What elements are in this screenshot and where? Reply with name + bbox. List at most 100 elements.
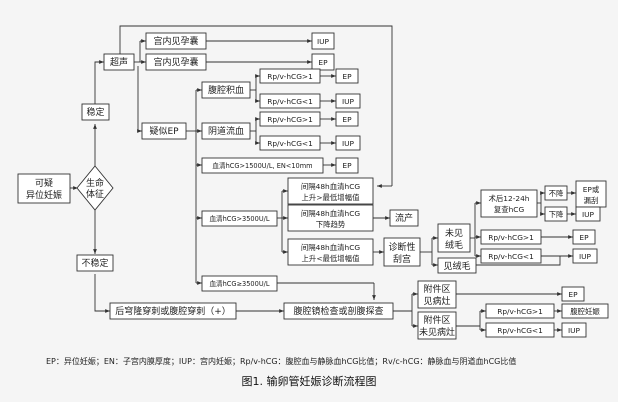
node-iup-a: IUP (335, 93, 361, 109)
svg-text:腹腔积血: 腹腔积血 (208, 84, 244, 96)
node-diagnostic-curettage: 诊断性 刮宫 (383, 237, 421, 267)
node-hcg-ge3500: 血清hCG≥3500U/L (201, 275, 278, 292)
node-villi-seen: 见绒毛 (437, 257, 477, 274)
node-iup-result: IUP (311, 32, 335, 50)
node-ratio-lt1-b: Rp/v-hCG<1 (259, 135, 321, 151)
svg-text:Rp/v-hCG<1: Rp/v-hCG<1 (488, 252, 534, 261)
node-no-villi: 未见 绒毛 (437, 223, 471, 253)
node-suspected-ep-2: 疑似EP (141, 122, 187, 140)
node-decline: 间隔48h血清hCG 下降趋势 (287, 204, 374, 232)
connectors (70, 25, 576, 332)
node-vital-signs-diamond: 生命 体征 (76, 165, 114, 211)
svg-text:EP: EP (568, 290, 578, 299)
node-iup-d: IUP (575, 206, 601, 222)
svg-text:异位妊娠: 异位妊娠 (26, 189, 62, 201)
svg-text:附件区: 附件区 (423, 283, 450, 295)
svg-text:IUP: IUP (582, 210, 595, 219)
node-ultrasound: 超声 (103, 53, 135, 71)
svg-text:Rp/v-hCG>1: Rp/v-hCG>1 (488, 233, 534, 242)
node-ep-c: EP (335, 157, 359, 174)
svg-text:稳定: 稳定 (86, 106, 104, 118)
svg-text:IUP: IUP (568, 326, 581, 335)
node-iup-f: IUP (561, 322, 587, 338)
node-hcg-3500: 血清hCG>3500U/L (201, 210, 278, 227)
node-rise-above-min: 间隔48h血清hCG 上升>最低增幅值 (287, 177, 374, 205)
svg-text:间隔48h血清hCG: 间隔48h血清hCG (301, 182, 360, 191)
node-ep-b: EP (335, 111, 359, 127)
svg-text:宫内见孕囊: 宫内见孕囊 (153, 35, 198, 47)
svg-text:超声: 超声 (110, 56, 128, 68)
node-rise-below-min: 间隔48h血清hCG 上升<最低增幅值 (287, 238, 374, 266)
svg-text:间隔48h血清hCG: 间隔48h血清hCG (301, 243, 360, 252)
footnote: EP：异位妊娠；EN：子宫内膜厚度；IUP：宫内妊娠；Rp/v-hCG：腹腔血与… (46, 356, 516, 366)
node-ratio-lt1-c: Rp/v-hCG<1 (480, 248, 542, 264)
node-no-drop: 不降 (544, 185, 568, 201)
svg-text:生命: 生命 (86, 177, 104, 189)
svg-text:EP: EP (342, 161, 352, 170)
node-ep-a: EP (335, 68, 359, 84)
svg-text:血清hCG>1500U/L, EN<10mm: 血清hCG>1500U/L, EN<10mm (212, 161, 312, 170)
svg-text:不稳定: 不稳定 (81, 257, 108, 269)
svg-text:诊断性: 诊断性 (388, 241, 415, 253)
svg-text:Rp/v-hCG<1: Rp/v-hCG<1 (267, 97, 313, 106)
svg-text:后穹隆穿刺或腹腔穿刺（+）: 后穹隆穿刺或腹腔穿刺（+） (115, 305, 231, 317)
node-ratio-lt1-d: Rp/v-hCG<1 (485, 322, 555, 338)
svg-text:Rp/v-hCG>1: Rp/v-hCG>1 (267, 72, 313, 81)
svg-text:Rp/v-hCG<1: Rp/v-hCG<1 (497, 326, 543, 335)
node-ratio-lt1-a: Rp/v-hCG<1 (259, 93, 321, 109)
node-culdocentesis: 后穹隆穿刺或腹腔穿刺（+） (109, 302, 237, 320)
svg-text:Rp/v-hCG>1: Rp/v-hCG>1 (497, 307, 543, 316)
svg-text:EP: EP (342, 72, 352, 81)
svg-text:不降: 不降 (549, 189, 564, 198)
svg-text:漏刮: 漏刮 (584, 196, 599, 205)
node-suspected-ep: 可疑 异位妊娠 (17, 173, 71, 204)
svg-text:复查hCG: 复查hCG (494, 205, 525, 214)
svg-text:EP或: EP或 (583, 185, 600, 194)
svg-text:未见: 未见 (445, 227, 463, 239)
svg-text:疑似EP: 疑似EP (149, 126, 179, 137)
node-intrauterine-sac: 宫内见孕囊 (145, 32, 207, 50)
svg-text:刮宫: 刮宫 (393, 253, 411, 265)
node-ratio-gt1-c: Rp/v-hCG>1 (480, 229, 542, 245)
svg-text:流产: 流产 (395, 212, 413, 224)
node-ep-e: EP (572, 229, 596, 245)
node-ratio-gt1-d: Rp/v-hCG>1 (485, 303, 555, 319)
node-abdominal-pregnancy: 腹腔妊娠 (561, 303, 609, 319)
svg-text:下降趋势: 下降趋势 (316, 220, 346, 229)
node-stable: 稳定 (81, 103, 110, 121)
node-unstable: 不稳定 (76, 254, 114, 272)
node-drop: 下降 (544, 206, 568, 222)
svg-text:Rp/v-hCG<1: Rp/v-hCG<1 (267, 139, 313, 148)
node-iup-b: IUP (335, 135, 361, 151)
svg-text:见绒毛: 见绒毛 (443, 260, 470, 272)
svg-text:Rp/v-hCG>1: Rp/v-hCG>1 (267, 115, 313, 124)
svg-text:下降: 下降 (549, 210, 564, 219)
node-adnexa-lesion: 附件区 见病灶 (417, 280, 457, 309)
svg-text:见病灶: 见病灶 (423, 295, 450, 307)
svg-text:附件区: 附件区 (423, 314, 450, 326)
svg-text:EP: EP (318, 58, 328, 67)
svg-text:可疑: 可疑 (35, 178, 53, 189)
svg-text:EP: EP (342, 115, 352, 124)
svg-text:IUP: IUP (317, 37, 330, 46)
node-abortion: 流产 (389, 209, 419, 227)
svg-text:上升>最低增幅值: 上升>最低增幅值 (302, 193, 361, 202)
node-ratio-gt1-a: Rp/v-hCG>1 (259, 68, 321, 84)
node-hemoperitoneum: 腹腔积血 (201, 81, 251, 99)
node-laparoscopy: 腹腔镜检查或剖腹探查 (283, 302, 394, 320)
node-recheck-hcg: 术后12-24h 复查hCG (480, 189, 538, 218)
node-iup-e: IUP (572, 248, 598, 264)
node-adnexa-no-lesion: 附件区 未见病灶 (417, 311, 457, 340)
svg-text:腹腔镜检查或剖腹探查: 腹腔镜检查或剖腹探查 (293, 305, 383, 317)
node-vaginal-bleeding: 阴道流血 (201, 122, 251, 140)
svg-text:体征: 体征 (86, 188, 104, 200)
svg-text:IUP: IUP (579, 252, 592, 261)
svg-text:EP: EP (579, 233, 589, 242)
node-sac-ep: 宫内见孕囊 (145, 53, 207, 71)
svg-text:上升<最低增幅值: 上升<最低增幅值 (302, 254, 361, 263)
svg-text:未见病灶: 未见病灶 (419, 326, 455, 338)
node-ep-f: EP (561, 286, 585, 302)
node-hcg-1500: 血清hCG>1500U/L, EN<10mm (201, 157, 324, 174)
svg-text:血清hCG>3500U/L: 血清hCG>3500U/L (209, 214, 269, 223)
figure-caption: 图1. 输卵管妊娠诊断流程图 (242, 374, 377, 388)
